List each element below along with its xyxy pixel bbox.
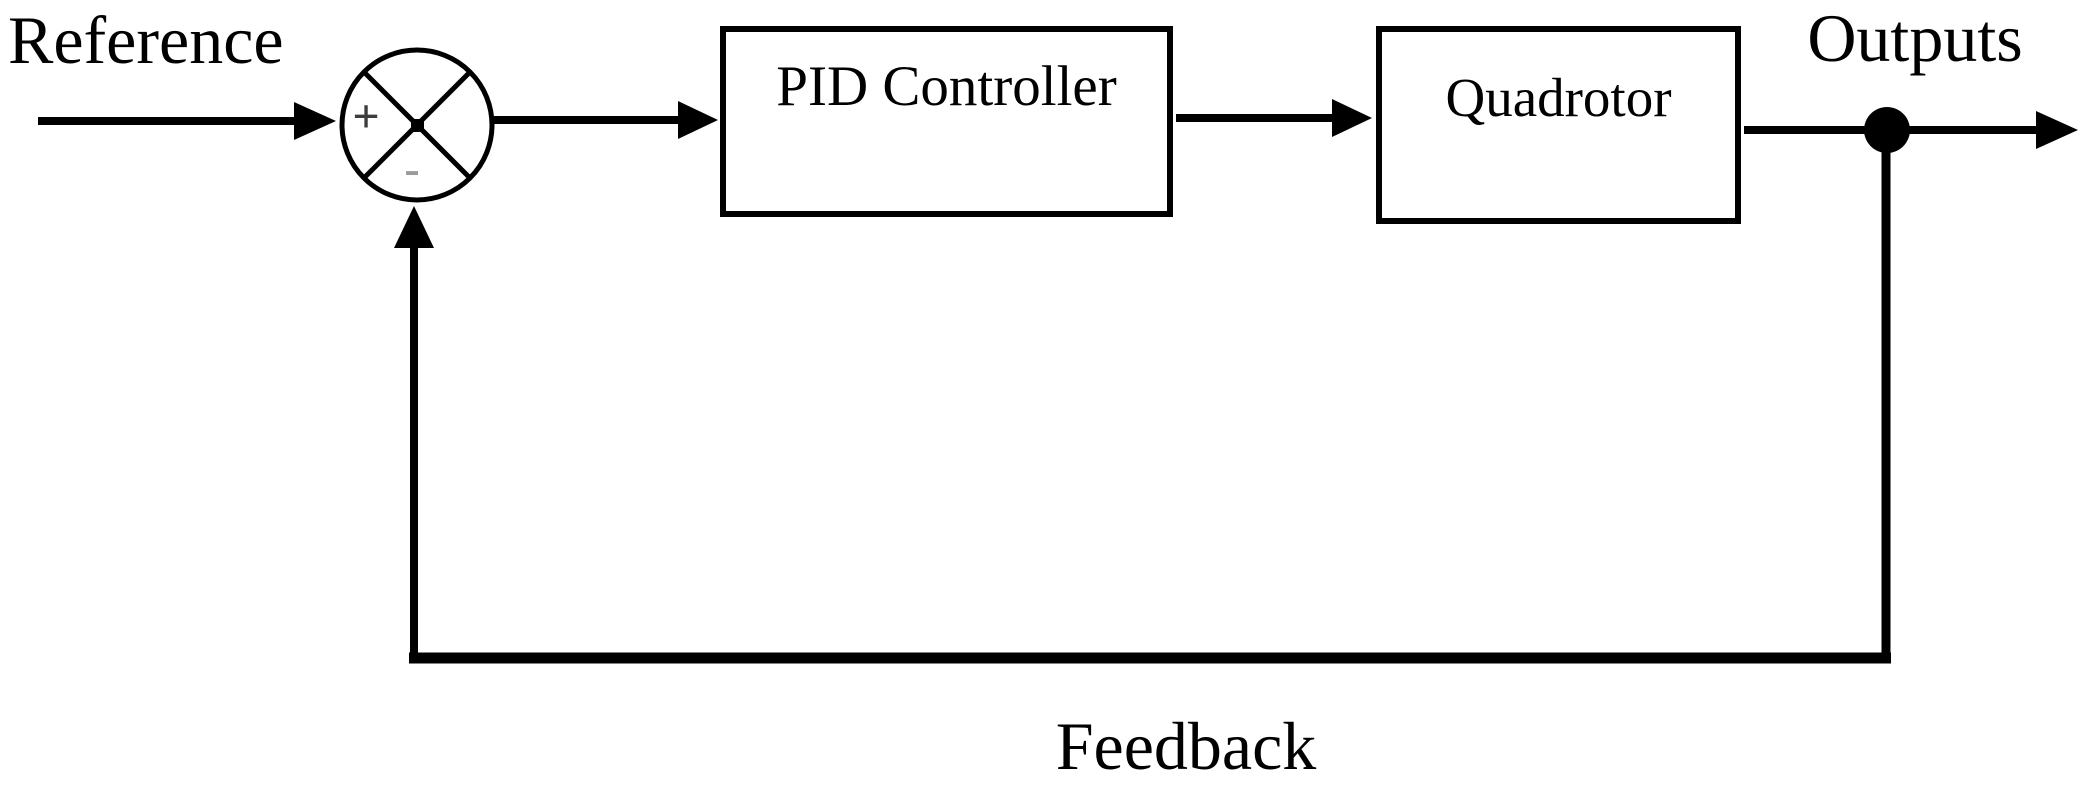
error-signal-arrowhead-icon: [678, 101, 718, 139]
summing-junction-center-dot: [411, 119, 424, 132]
outputs-label: Outputs: [1807, 0, 2023, 76]
control-signal-arrowhead-icon: [1332, 99, 1372, 137]
summing-junction-minus-sign: -: [404, 143, 420, 194]
reference-label: Reference: [8, 2, 284, 78]
pid-controller-block: PID Controller: [720, 26, 1173, 217]
quadrotor-block: Quadrotor: [1376, 26, 1741, 224]
reference-arrowhead-icon: [294, 102, 336, 140]
summing-junction-plus-sign: +: [352, 90, 380, 143]
pid-controller-label: PID Controller: [776, 55, 1117, 118]
feedback-label: Feedback: [1055, 708, 1317, 784]
feedback-arrowhead-icon: [394, 206, 434, 248]
output-arrowhead-icon: [2036, 111, 2078, 149]
quadrotor-label: Quadrotor: [1445, 67, 1672, 128]
